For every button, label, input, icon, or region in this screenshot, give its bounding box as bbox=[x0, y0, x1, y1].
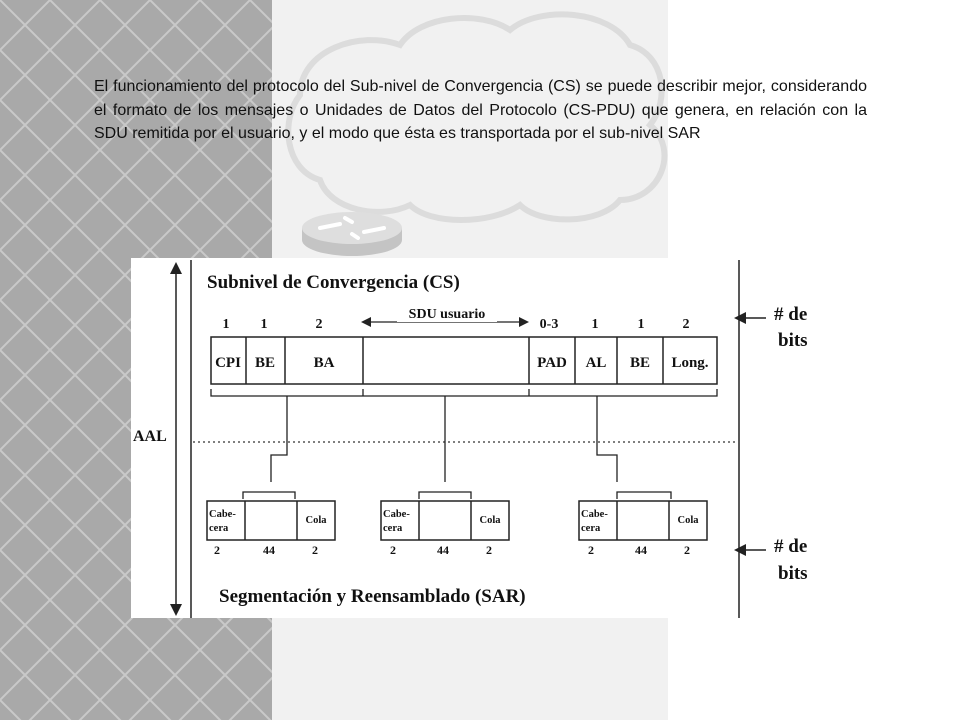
cs-bit-count: 1 bbox=[592, 317, 599, 332]
cs-field-label: BE bbox=[255, 355, 275, 371]
sar-head-label: Cabe- bbox=[383, 509, 410, 520]
sar-head-label: Cabe- bbox=[209, 509, 236, 520]
sar-head-label: cera bbox=[383, 523, 403, 534]
sar-bit-count: 44 bbox=[437, 543, 449, 557]
cs-field-label: BA bbox=[314, 355, 335, 371]
cs-bit-count: 0-3 bbox=[540, 317, 559, 332]
cs-bit-count: 1 bbox=[261, 317, 268, 332]
cs-title: Subnivel de Convergencia (CS) bbox=[207, 272, 460, 293]
sar-bit-count: 2 bbox=[486, 543, 492, 557]
sar-head-label: cera bbox=[581, 523, 601, 534]
sar-bit-count: 44 bbox=[263, 543, 275, 557]
sar-tail-label: Cola bbox=[678, 515, 700, 526]
sar-bit-count: 2 bbox=[214, 543, 220, 557]
cs-bit-count: 2 bbox=[316, 317, 323, 332]
sdu-label: SDU usuario bbox=[409, 307, 486, 322]
aal-structure-diagram: AAL Subnivel de Convergencia (CS) 1 1 2 … bbox=[131, 258, 741, 618]
sar-head-label: cera bbox=[209, 523, 229, 534]
cs-bit-counts: 1 1 2 0-3 1 1 2 bbox=[223, 317, 690, 332]
cloud-outline bbox=[285, 11, 668, 223]
sar-bit-count: 2 bbox=[312, 543, 318, 557]
cs-field-label: AL bbox=[586, 355, 607, 371]
aal-label: AAL bbox=[133, 428, 167, 445]
cs-field-label: CPI bbox=[215, 355, 241, 371]
cs-field-label: Long. bbox=[671, 355, 708, 371]
sar-tail-label: Cola bbox=[306, 515, 328, 526]
sar-unit-1: Cabe- cera Cola 2 44 2 bbox=[206, 500, 336, 557]
sar-bit-count: 2 bbox=[588, 543, 594, 557]
cs-field-label: PAD bbox=[537, 355, 567, 371]
sar-unit-3: Cabe- cera Cola 2 44 2 bbox=[578, 500, 708, 557]
cs-field-label: BE bbox=[630, 355, 650, 371]
router-icon bbox=[302, 212, 402, 256]
cs-bit-count: 1 bbox=[223, 317, 230, 332]
aal-span-arrow bbox=[170, 262, 182, 616]
sar-title: Segmentación y Reensamblado (SAR) bbox=[219, 586, 526, 607]
cs-bit-count: 1 bbox=[638, 317, 645, 332]
sar-head-label: Cabe- bbox=[581, 509, 608, 520]
segment-connectors bbox=[242, 396, 672, 499]
sar-tail-label: Cola bbox=[480, 515, 502, 526]
cs-bit-count: 2 bbox=[683, 317, 690, 332]
sar-bit-count: 44 bbox=[635, 543, 647, 557]
sar-bit-count: 2 bbox=[390, 543, 396, 557]
cs-pdu-row: CPI BE BA PAD AL BE Long. bbox=[210, 336, 718, 385]
sar-unit-2: Cabe- cera Cola 2 44 2 bbox=[380, 500, 510, 557]
segment-bracket bbox=[210, 389, 718, 397]
intro-paragraph: El funcionamiento del protocolo del Sub-… bbox=[94, 78, 867, 142]
sar-bit-count: 2 bbox=[684, 543, 690, 557]
